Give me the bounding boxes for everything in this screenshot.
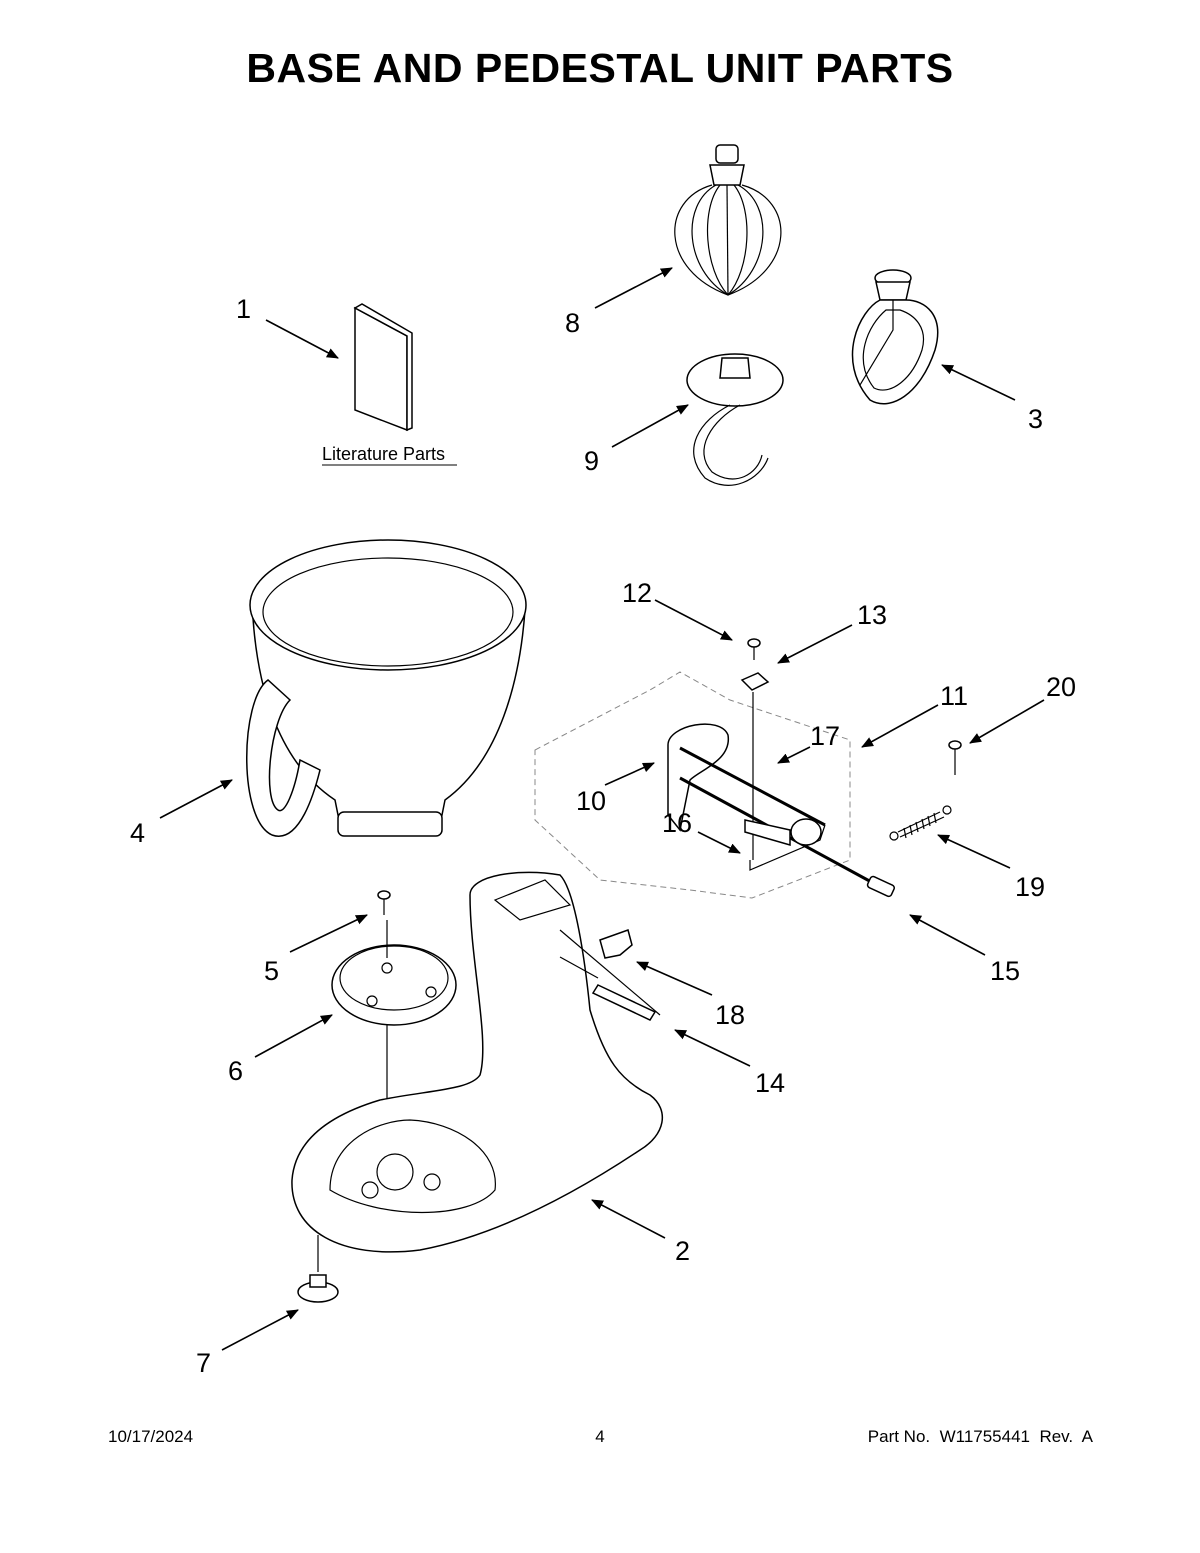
callout-4: 4 [130,818,145,848]
literature-parts-booklet [353,303,413,432]
callout-12: 12 [622,578,652,608]
mixing-bowl [246,539,527,837]
plate-18 [599,929,633,959]
callout-6: 6 [228,1056,243,1086]
callout-17: 17 [810,721,840,751]
wire-whip [674,144,782,296]
callout-13: 13 [857,600,887,630]
lever-rod-assembly [679,746,876,886]
callout-19: 19 [1015,872,1045,902]
callout-9: 9 [584,446,599,476]
callout-3: 3 [1028,404,1043,434]
callout-7: 7 [196,1348,211,1378]
flat-beater [851,269,939,405]
spring-19 [889,805,952,841]
footer-page-number: 4 [595,1427,605,1446]
callout-8: 8 [565,308,580,338]
callout-10: 10 [576,786,606,816]
callout-20: 20 [1046,672,1076,702]
screw-12 [747,638,761,660]
pedestal-base [291,871,664,1253]
callout-11: 11 [940,681,968,711]
callout-2: 2 [675,1236,690,1266]
callout-16: 16 [662,808,692,838]
screw-5 [377,890,391,915]
callout-14: 14 [755,1068,785,1098]
page-title: BASE AND PEDESTAL UNIT PARTS [246,45,954,91]
assembly-outline [534,671,851,899]
threaded-pin-15 [866,875,895,898]
leader-arrows [159,267,1045,1351]
callout-15: 15 [990,956,1020,986]
callout-18: 18 [715,1000,745,1030]
hinge-pin-14 [559,956,657,1021]
footer-date: 10/17/2024 [108,1427,194,1446]
rubber-foot [297,1235,339,1303]
screw-20 [948,740,962,775]
callout-5: 5 [264,956,279,986]
footer-part-number: Part No. W11755441 Rev. A [867,1427,1093,1446]
dough-hook [686,353,784,486]
callout-1: 1 [236,294,251,324]
bowl-clamp-plate [331,920,457,1150]
literature-parts-label: Literature Parts [322,444,445,464]
